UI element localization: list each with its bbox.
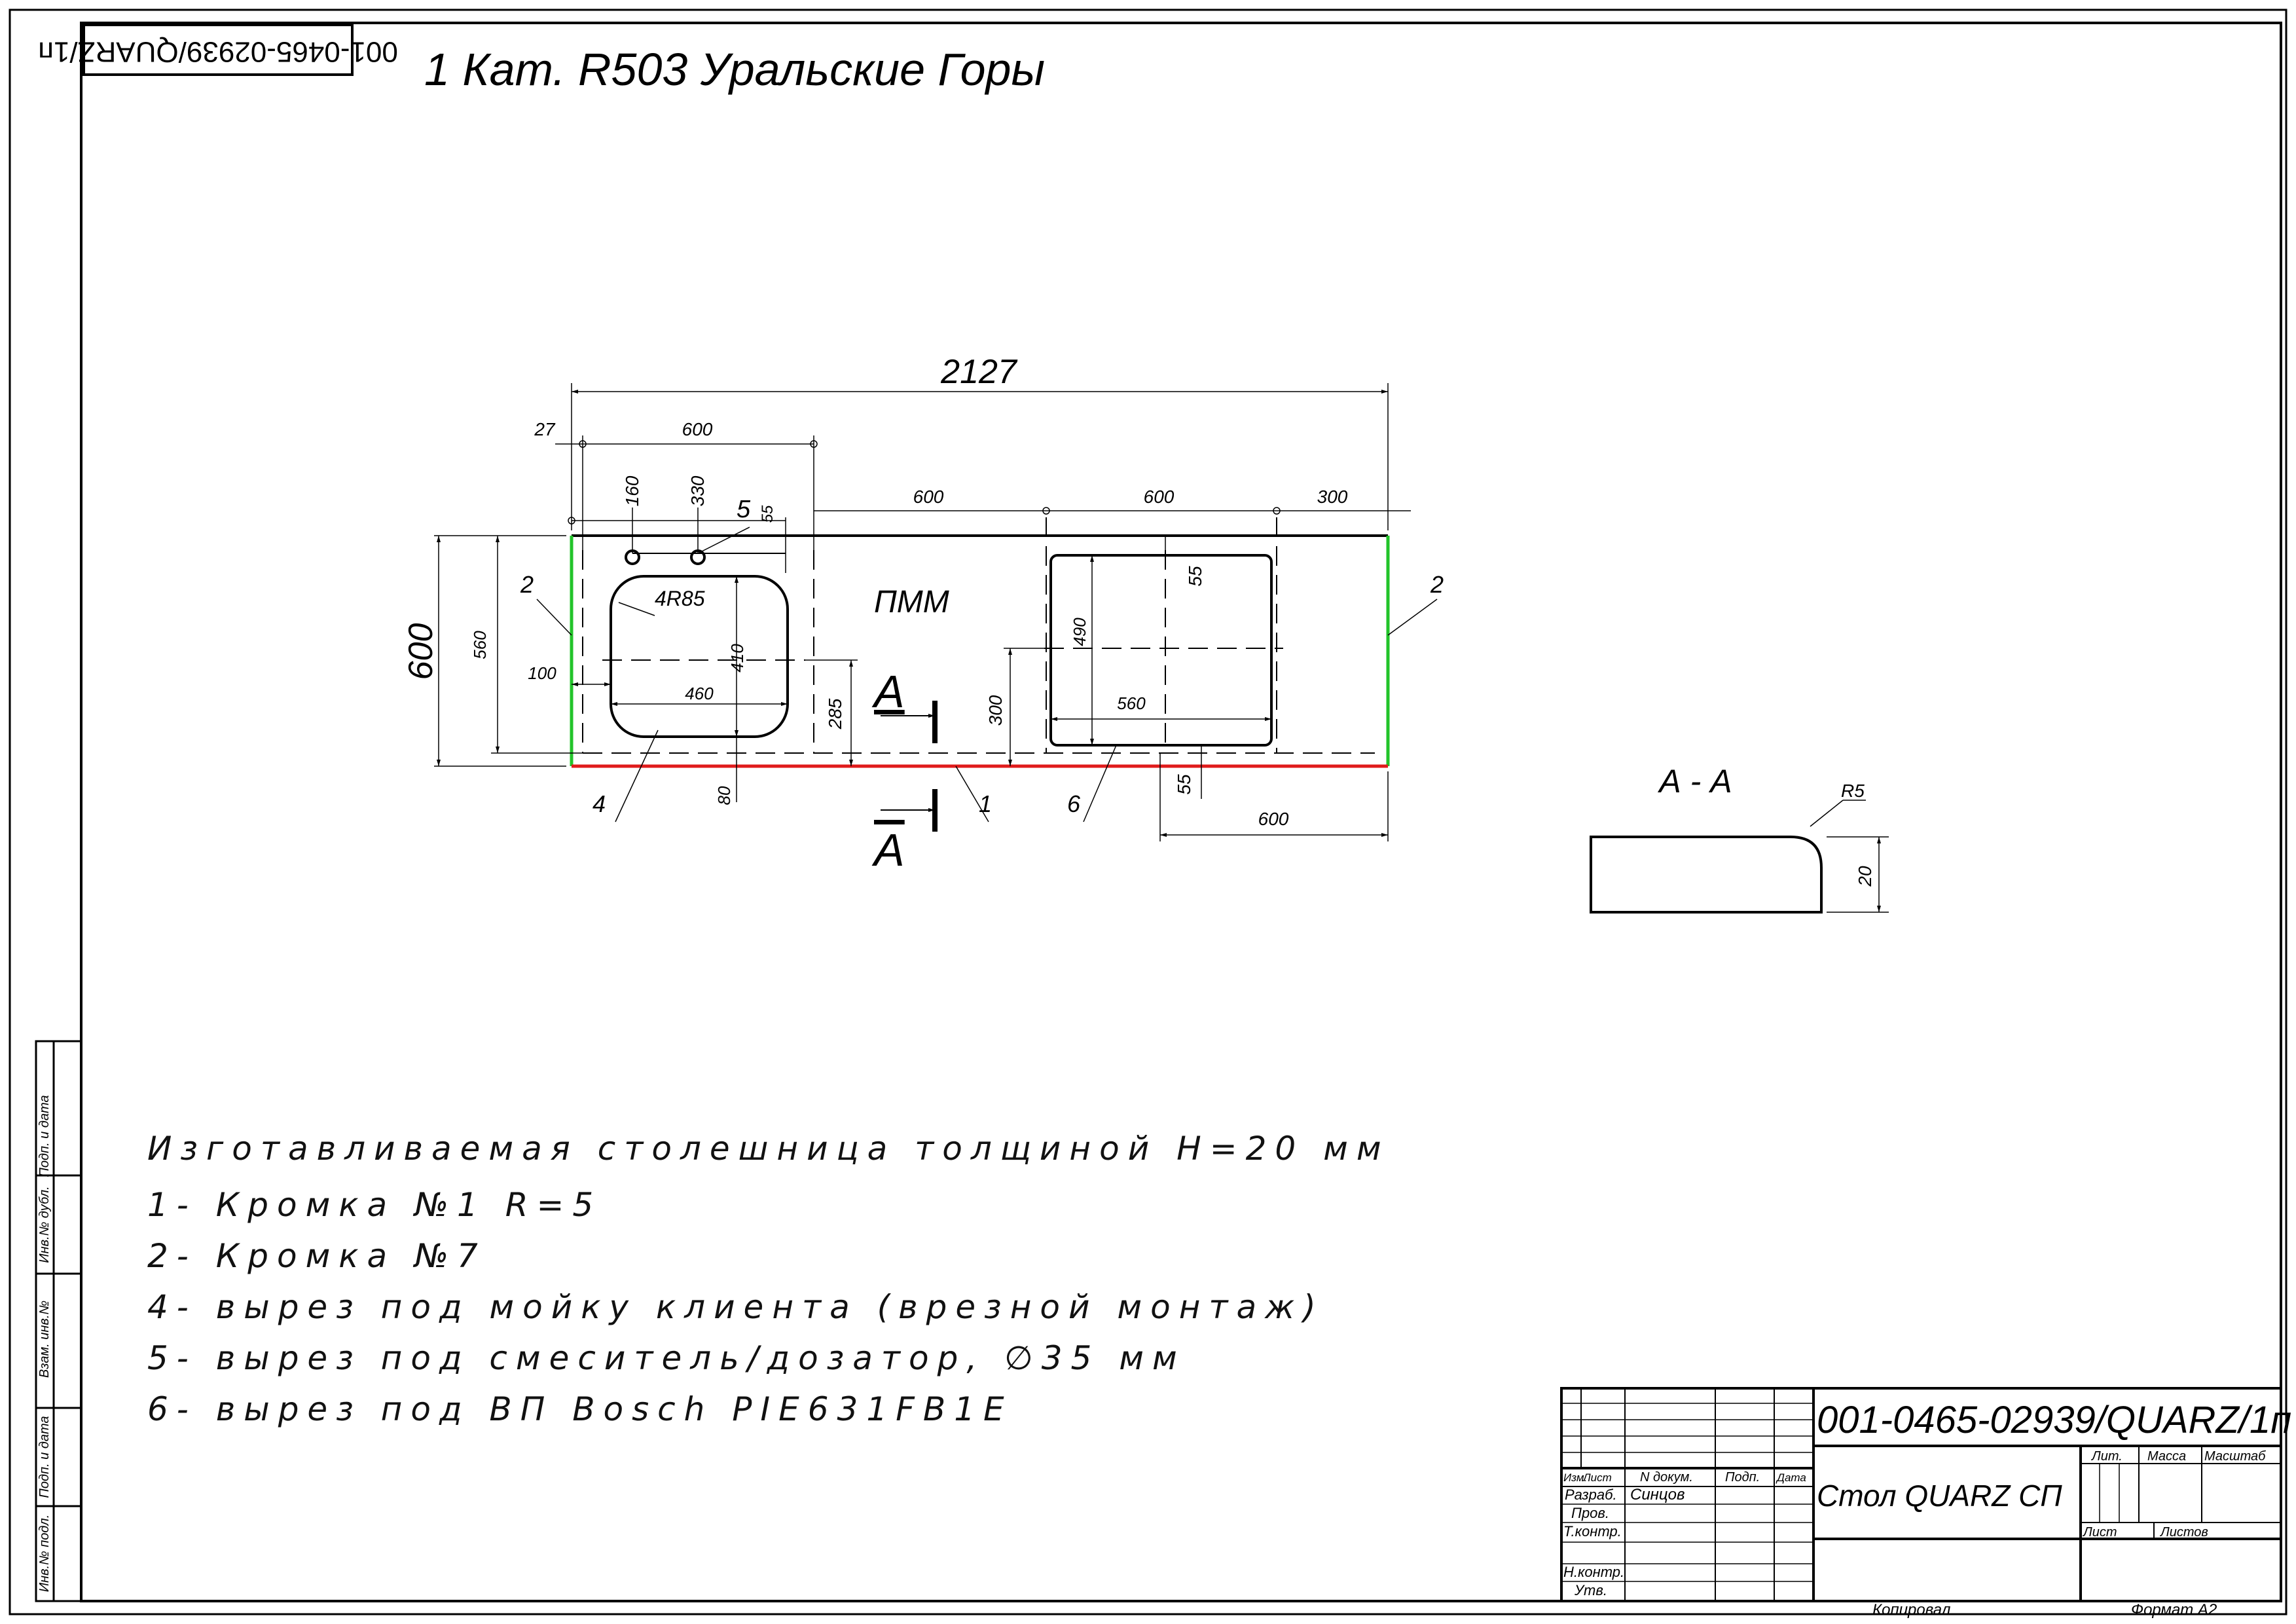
drawing-frame — [80, 22, 2282, 1602]
dim-160: 160 — [622, 475, 642, 506]
dim-300-hob: 300 — [985, 695, 1006, 726]
tb-role-6: Утв. — [1574, 1582, 1607, 1598]
callout-2-right: 2 — [1430, 571, 1444, 598]
sheet-border — [9, 9, 2287, 1615]
stamp-box — [82, 24, 354, 76]
title-block-name: Стол QUARZ СП — [1817, 1479, 2062, 1513]
dim-27: 27 — [534, 419, 556, 439]
tb-header-ndoc: N докум. — [1640, 1470, 1693, 1485]
dim-490: 490 — [1070, 618, 1089, 646]
tb-header-list: Лист — [1582, 1471, 1612, 1484]
section-profile — [1590, 836, 1823, 913]
note-4: 4- вырез под мойку клиента (врезной монт… — [147, 1288, 1324, 1326]
dim-600-b: 600 — [1144, 487, 1175, 507]
tb-role-5: Н.контр. — [1563, 1564, 1624, 1580]
tb-massa: Масса — [2147, 1449, 2186, 1464]
side-strip-label-4: Подп. и дата — [37, 1416, 52, 1498]
title-block — [1560, 1387, 2282, 1602]
drawing-title: 1 Кат. R503 Уральские Горы — [424, 44, 1045, 95]
callout-5: 5 — [737, 496, 751, 523]
tb-copied: Копировал — [1872, 1601, 1951, 1619]
dim-overall-depth: 600 — [402, 623, 440, 680]
pmm-label: ПММ — [874, 585, 949, 619]
note-6: 6- вырез под ВП Bosch PIE631FB1E — [147, 1390, 1013, 1428]
dim-285: 285 — [825, 698, 845, 729]
tb-role-1: Разраб. — [1565, 1486, 1617, 1503]
sink-cutout — [610, 575, 789, 738]
hob-cutout — [1049, 554, 1273, 747]
note-5: 5- вырез под смеситель/дозатор, ∅35 мм — [147, 1339, 1186, 1377]
side-strip — [35, 1040, 82, 1602]
tb-format: Формат A2 — [2131, 1601, 2217, 1619]
dim-55-bottom: 55 — [1174, 774, 1194, 795]
sink-radius-label: 4R85 — [655, 587, 705, 610]
dim-600-a: 600 — [913, 487, 944, 507]
dim-600-bottom: 600 — [1258, 809, 1289, 829]
tb-header-izm: Изм. — [1563, 1471, 1587, 1484]
dim-55-hob: 55 — [1185, 566, 1205, 587]
plan-view — [434, 383, 1438, 841]
section-mark-bottom: A — [871, 824, 905, 876]
note-2: 1- Кромка №1 R=5 — [147, 1186, 602, 1224]
tb-role-2: Пров. — [1571, 1505, 1609, 1521]
callout-2-left: 2 — [520, 571, 534, 598]
dim-330: 330 — [687, 475, 708, 506]
stamp-code: 001-0465-02939/QUARZ/1п — [38, 35, 398, 67]
section-mark-top: A — [871, 666, 905, 717]
section-radius: R5 — [1841, 781, 1865, 801]
callout-1: 1 — [979, 790, 992, 817]
tb-sheet: Лист — [2082, 1525, 2117, 1540]
callout-6: 6 — [1067, 790, 1081, 817]
tb-header-data: Дата — [1776, 1471, 1806, 1484]
tb-lit: Лит. — [2090, 1449, 2123, 1464]
tb-masshtab: Масштаб — [2204, 1449, 2266, 1464]
tb-role-3: Т.контр. — [1563, 1523, 1622, 1540]
dim-410: 410 — [727, 644, 747, 673]
note-1: Изготавливаемая столешница толщиной H=20… — [147, 1130, 1390, 1168]
dim-80: 80 — [714, 786, 734, 805]
side-strip-label-3: Взам. инв.№ — [37, 1301, 52, 1378]
dim-overall-length: 2127 — [940, 353, 1018, 391]
notes-list: Изготавливаемая столешница толщиной H=20… — [147, 1123, 1390, 1435]
title-block-code: 001-0465-02939/QUARZ/1п — [1817, 1399, 2291, 1441]
dim-560-left: 560 — [470, 631, 490, 659]
tb-sheets: Листов — [2159, 1525, 2208, 1540]
dim-600-sink: 600 — [682, 419, 713, 439]
side-strip-label-2: Инв.№ дубл. — [37, 1186, 52, 1263]
dim-55-top: 55 — [759, 505, 776, 523]
side-strip-label-5: Инв.№ подл. — [37, 1515, 52, 1593]
dim-560-hob: 560 — [1117, 693, 1146, 713]
side-strip-label-1: Подп. и дата — [37, 1095, 52, 1177]
dim-100: 100 — [528, 663, 556, 683]
callout-4: 4 — [592, 790, 606, 817]
tb-header-podp: Подп. — [1725, 1470, 1760, 1485]
section-thickness: 20 — [1855, 866, 1875, 887]
note-3: 2- Кромка №7 — [147, 1237, 486, 1275]
tb-developer: Синцов — [1630, 1486, 1685, 1504]
section-title: А - А — [1657, 763, 1732, 800]
dim-300-top: 300 — [1317, 487, 1348, 507]
dim-460: 460 — [685, 684, 714, 703]
